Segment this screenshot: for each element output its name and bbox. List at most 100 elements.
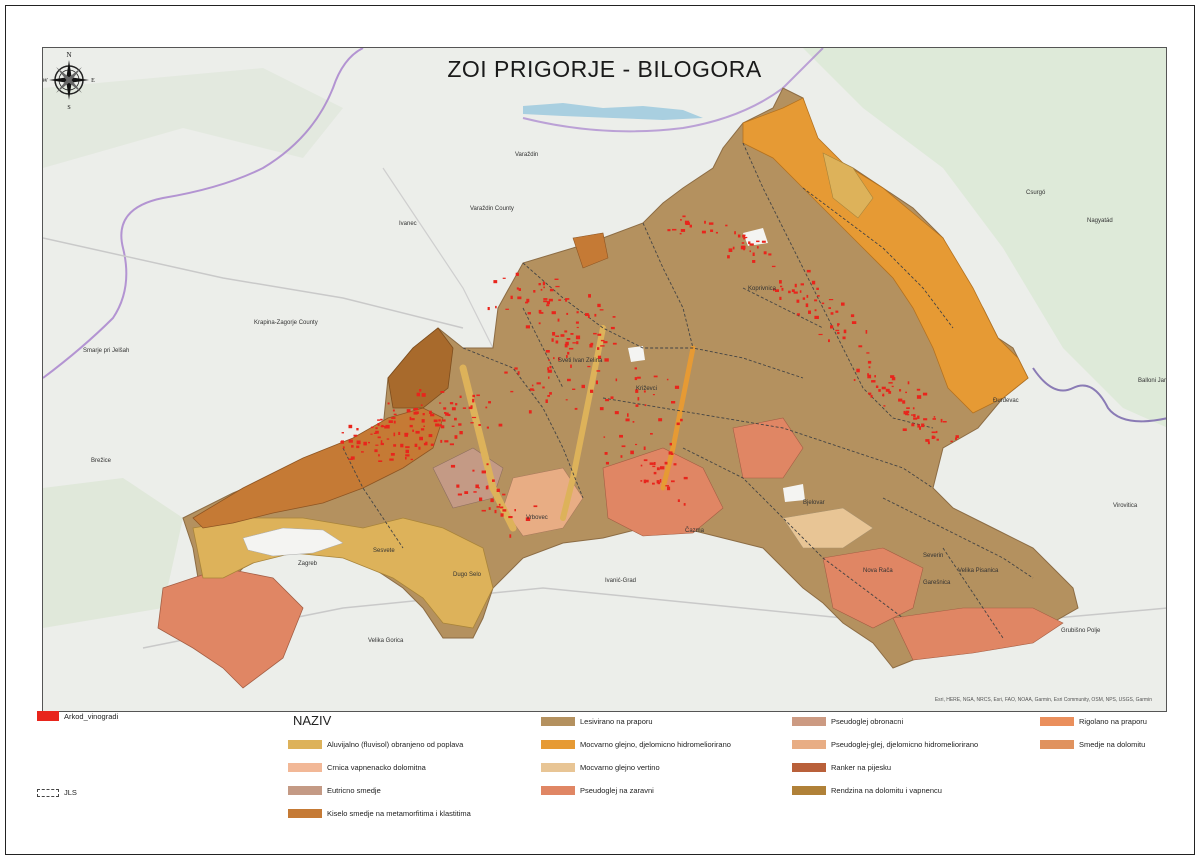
vineyard-parcel (393, 432, 396, 437)
basemap-forest-area (803, 48, 1166, 428)
urban-area-krizevci (628, 346, 645, 362)
vineyard-parcel (430, 413, 435, 417)
vineyard-parcel (386, 438, 390, 440)
place-label: Ivanić-Grad (605, 578, 637, 584)
vineyard-parcel (542, 386, 545, 389)
vineyard-parcel (676, 422, 680, 426)
vineyard-parcel (653, 375, 658, 378)
vineyard-parcel (405, 449, 409, 454)
vineyard-parcel (348, 458, 353, 460)
vineyard-parcel (527, 312, 531, 315)
place-label: Varaždin (515, 152, 539, 158)
legend-swatch (792, 717, 826, 726)
vineyard-parcel (572, 388, 576, 390)
legend-swatch-jls-dashed-icon (37, 788, 59, 797)
soil-region-pseudoglej-4[interactable] (732, 417, 804, 479)
vineyard-parcel (498, 423, 503, 427)
vineyard-parcel (669, 442, 672, 446)
vineyard-parcel (913, 417, 918, 420)
vineyard-parcel (907, 413, 910, 416)
vineyard-parcel (684, 220, 690, 225)
vineyard-parcel (429, 410, 432, 414)
river-valley-lonja (459, 364, 517, 532)
vineyard-parcel (902, 428, 907, 431)
vineyard-parcel (874, 375, 876, 378)
vineyard-parcel (627, 413, 629, 417)
vineyard-parcel (348, 439, 353, 443)
vineyard-parcel (630, 450, 634, 455)
vineyard-parcel (625, 418, 630, 422)
vineyard-parcel (600, 339, 605, 342)
vineyard-parcel (814, 309, 817, 312)
vineyard-parcel (470, 422, 474, 424)
road-1 (43, 237, 464, 329)
vineyard-parcel (538, 283, 541, 286)
soil-region-mocvarno-east[interactable] (742, 97, 1029, 414)
vineyard-parcel (488, 401, 491, 404)
vineyard-parcel (538, 322, 541, 325)
vineyard-parcel (565, 299, 568, 302)
map-canvas[interactable] (43, 48, 1167, 712)
vineyard-parcel (660, 466, 665, 470)
vineyard-parcel (422, 413, 425, 416)
vineyard-parcel (420, 404, 423, 406)
vineyard-parcel (439, 402, 442, 404)
vineyard-parcel (525, 301, 529, 304)
vineyard-parcel (604, 358, 609, 362)
soil-region-kiselo-smedje-north[interactable] (572, 232, 609, 269)
soil-region-pseudoglej-2[interactable] (822, 547, 924, 629)
vineyard-parcel (867, 374, 872, 379)
vineyard-parcel (543, 298, 548, 300)
legend-swatch (1040, 717, 1074, 726)
vineyard-parcel (835, 329, 840, 332)
vineyard-parcel (659, 479, 662, 483)
border-river (1032, 367, 1166, 423)
vineyard-parcel (674, 385, 680, 389)
vineyard-parcel (756, 240, 760, 243)
vineyard-parcel (634, 377, 638, 381)
soil-region-rendzina-west[interactable] (387, 327, 454, 409)
legend-item: Kiselo smedje na metamorfitima i klastit… (288, 809, 471, 818)
vineyard-parcel (380, 442, 384, 446)
place-label: Velika Gorica (368, 638, 404, 644)
vineyard-parcel (821, 302, 825, 305)
vineyard-parcel (515, 272, 519, 276)
basemap-lowland-area (43, 478, 183, 628)
legend-swatch (288, 786, 322, 795)
vineyard-parcel (496, 506, 500, 508)
legend-item: Eutricno smedje (288, 786, 381, 795)
vineyard-parcel (851, 321, 857, 324)
vineyard-parcel (806, 294, 809, 298)
soil-region-southwest-pseudoglej[interactable] (157, 567, 304, 689)
soil-region-vertino[interactable] (782, 507, 874, 549)
vineyard-parcel (888, 390, 892, 394)
vineyard-parcel (596, 370, 601, 372)
soil-region-pseudoglej-3[interactable] (892, 607, 1064, 661)
vineyard-parcel (799, 290, 802, 293)
vineyard-parcel (554, 278, 559, 280)
vineyard-parcel (575, 321, 579, 324)
vineyard-parcel (558, 299, 562, 301)
vineyard-parcel (748, 241, 751, 244)
vineyard-parcel (549, 365, 552, 369)
vineyard-parcel (564, 343, 568, 348)
vineyard-parcel (451, 425, 455, 427)
vineyard-parcel (635, 389, 639, 393)
vineyard-parcel (356, 440, 361, 445)
vineyard-parcel (749, 250, 751, 253)
vineyard-parcel (830, 325, 834, 329)
vineyard-parcel (575, 335, 581, 340)
vineyard-parcel (415, 430, 420, 434)
vineyard-parcel (531, 384, 534, 387)
vineyard-parcel (405, 457, 407, 460)
vineyard-parcel (555, 285, 560, 288)
national-border-west (43, 48, 364, 379)
soil-region-alluvial-north[interactable] (822, 152, 874, 219)
vineyard-parcel (342, 446, 345, 449)
vineyard-parcel (410, 458, 413, 461)
vineyard-parcel (590, 389, 594, 393)
vineyard-parcel (610, 326, 615, 330)
vineyard-parcel (415, 411, 419, 414)
